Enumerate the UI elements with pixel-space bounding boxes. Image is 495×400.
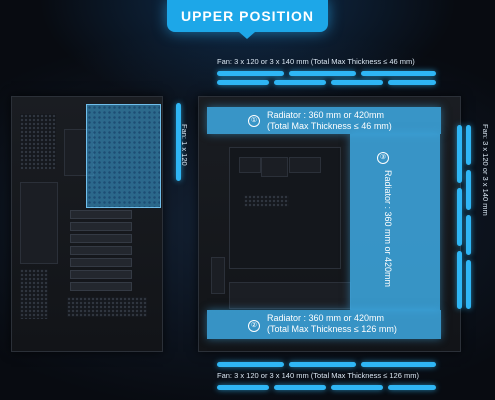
rear-fan-area bbox=[86, 104, 161, 208]
drive-cage bbox=[229, 282, 351, 309]
expansion-slot bbox=[70, 246, 132, 255]
expansion-slot bbox=[70, 270, 132, 279]
radiator-top bbox=[207, 107, 441, 134]
top-fan-bar-6 bbox=[331, 80, 383, 85]
radiator-top-text: Radiator : 360 mm or 420mm (Total Max Th… bbox=[267, 110, 392, 132]
bottom-fan-bar-4 bbox=[217, 385, 269, 390]
side-fan-bar-7 bbox=[466, 260, 471, 309]
expansion-slot bbox=[70, 282, 132, 291]
radiator-side-number: ③ bbox=[377, 152, 389, 164]
rear-fan-label: Fan: 1 x 120 bbox=[180, 124, 189, 166]
top-fan-bar-2 bbox=[289, 71, 356, 76]
side-fan-label: Fan: 3 x 120 or 3 x 140 mm bbox=[481, 124, 490, 216]
radiator-side-text: Radiator : 360 mm or 420mm bbox=[383, 170, 393, 288]
expansion-slot bbox=[70, 222, 132, 231]
rear-side-panel bbox=[20, 182, 58, 264]
rear-fan-bar bbox=[176, 103, 181, 181]
radiator-bottom-line1: Radiator : 360 mm or 420mm bbox=[267, 313, 385, 323]
bottom-fan-bar-5 bbox=[274, 385, 326, 390]
radiator-top-line1: Radiator : 360 mm or 420mm bbox=[267, 110, 385, 120]
side-fan-bar-1 bbox=[457, 125, 462, 183]
title-text: UPPER POSITION bbox=[180, 8, 315, 24]
bottom-fan-bar-6 bbox=[331, 385, 383, 390]
radiator-top-number: ① bbox=[248, 115, 260, 127]
bottom-fan-bar-7 bbox=[388, 385, 436, 390]
top-fan-bar-5 bbox=[274, 80, 326, 85]
side-fan-bar-5 bbox=[466, 170, 471, 210]
cpu-cutout bbox=[261, 157, 288, 177]
expansion-slot bbox=[70, 234, 132, 243]
radiator-bottom bbox=[207, 310, 441, 339]
bottom-fan-bar-3 bbox=[361, 362, 436, 367]
expansion-slot bbox=[70, 258, 132, 267]
tray-vent bbox=[244, 195, 289, 207]
cable-cutout bbox=[239, 157, 261, 173]
bottom-grille bbox=[67, 297, 147, 317]
side-fan-bar-2 bbox=[457, 188, 462, 246]
radiator-bottom-text: Radiator : 360 mm or 420mm (Total Max Th… bbox=[267, 313, 397, 335]
cable-cutout bbox=[289, 157, 321, 173]
side-fan-bar-3 bbox=[457, 251, 462, 309]
psu-grille bbox=[20, 269, 48, 319]
title-badge: UPPER POSITION bbox=[167, 0, 328, 39]
rear-top-grille bbox=[20, 114, 56, 169]
radiator-bottom-line2: (Total Max Thickness ≤ 126 mm) bbox=[267, 324, 397, 334]
side-fan-bar-6 bbox=[466, 215, 471, 255]
top-fan-bar-4 bbox=[217, 80, 269, 85]
top-fan-bar-3 bbox=[361, 71, 436, 76]
radiator-bottom-number: ② bbox=[248, 320, 260, 332]
bottom-fan-bar-1 bbox=[217, 362, 284, 367]
top-fan-label: Fan: 3 x 120 or 3 x 140 mm (Total Max Th… bbox=[217, 57, 415, 66]
radiator-side bbox=[350, 134, 440, 310]
top-fan-bar-7 bbox=[388, 80, 436, 85]
top-fan-bar-1 bbox=[217, 71, 284, 76]
bottom-fan-bar-2 bbox=[289, 362, 356, 367]
expansion-slot bbox=[70, 210, 132, 219]
radiator-top-line2: (Total Max Thickness ≤ 46 mm) bbox=[267, 121, 392, 131]
bottom-fan-label: Fan: 3 x 120 or 3 x 140 mm (Total Max Th… bbox=[217, 371, 419, 380]
side-fan-bar-4 bbox=[466, 125, 471, 165]
side-bracket bbox=[211, 257, 225, 294]
